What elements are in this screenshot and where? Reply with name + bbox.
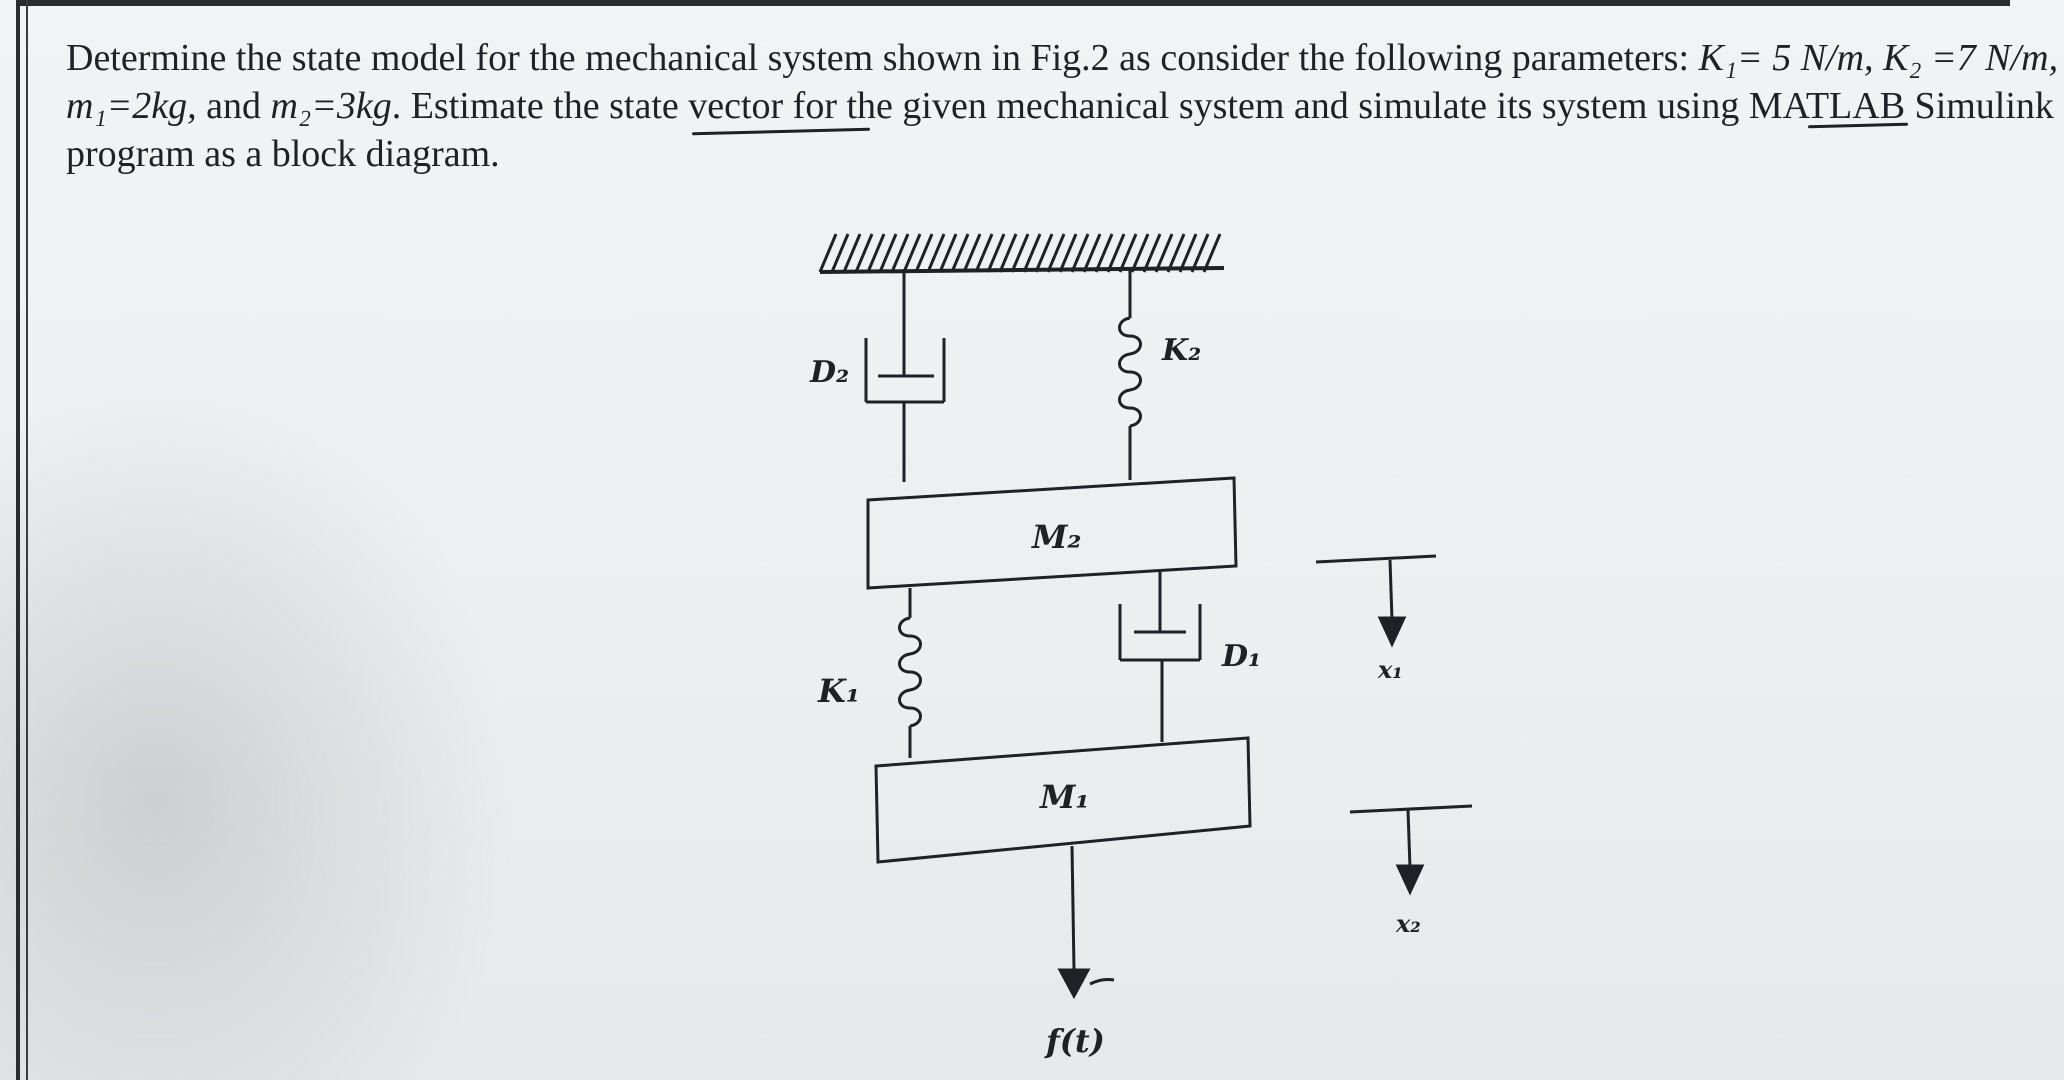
ground-hatching: [818, 233, 1222, 273]
spring-k2: [1118, 270, 1142, 480]
x2-displacement-arrow: [1349, 804, 1473, 896]
param-m2: m₂=3kg: [270, 85, 392, 127]
left-border-inner-line: [26, 0, 28, 1080]
shadow-area: [0, 380, 520, 1080]
damper-d2: [864, 272, 946, 482]
question-line-3-text: program as a block diagram.: [66, 133, 500, 175]
label-force: f(t): [1044, 1022, 1105, 1060]
damper-d1: [1118, 572, 1202, 742]
question-line-1: Determine the state model for the mechan…: [66, 34, 2058, 82]
left-border-line: [16, 0, 20, 1080]
label-x2: x₂: [1395, 909, 1421, 938]
question-line-3: program as a block diagram.: [66, 130, 2036, 178]
label-m2: M₂: [1031, 518, 1081, 556]
label-m1: M₁: [1039, 778, 1089, 816]
force-arrow: [1057, 845, 1115, 1000]
question-line-1-text: Determine the state model for the mechan…: [66, 37, 1699, 79]
mass-m1-block: [874, 736, 1252, 864]
label-d2: D₂: [809, 355, 849, 390]
spring-k1: [898, 588, 922, 758]
label-x1: x₁: [1377, 655, 1403, 684]
label-d1: D₁: [1221, 639, 1261, 674]
question-line-2: m₁=2kg, and m₂=3kg. Estimate the state v…: [66, 82, 2054, 130]
question-and: and: [196, 85, 271, 127]
param-m1: m₁=2kg,: [66, 85, 197, 127]
top-border-line: [20, 0, 2010, 6]
question-text: Determine the state model for the mechan…: [66, 34, 2058, 178]
param-k1: K₁= 5 N/m,: [1698, 37, 1874, 79]
question-line-2-text: . Estimate the state vector for the give…: [391, 85, 2054, 127]
label-k1: K₁: [817, 672, 860, 710]
param-k2: K₂ =7 N/m,: [1883, 37, 2059, 79]
x1-displacement-arrow: [1315, 554, 1437, 648]
mass-m2-block: [866, 476, 1238, 590]
label-k2: K₂: [1161, 333, 1201, 368]
